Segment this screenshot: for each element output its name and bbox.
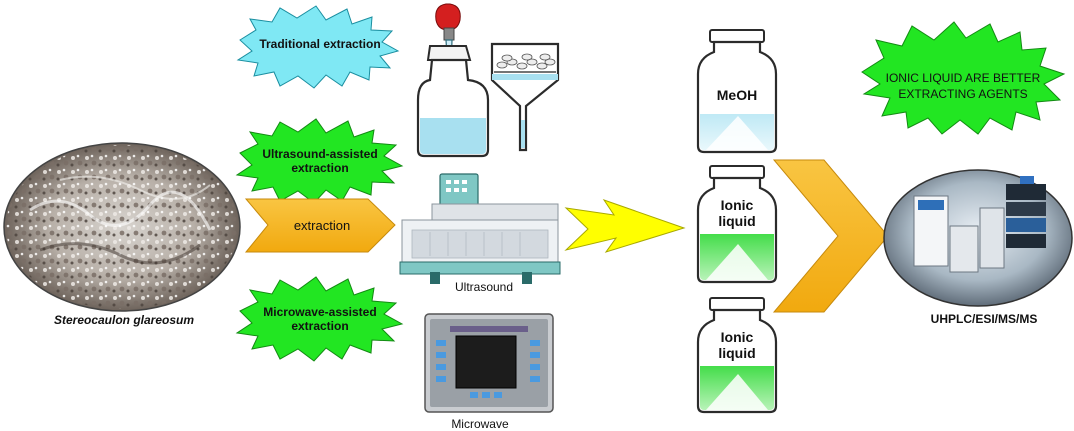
filter-funnel-icon <box>490 42 560 152</box>
orange-chevron-arrow <box>772 159 889 313</box>
meoh-label: MeOH <box>717 87 757 103</box>
ionic-liquid-2-line1: Ionic <box>721 329 754 345</box>
ionic-liquid-bottle-1-icon <box>696 165 778 284</box>
microwave-label-line1: Microwave-assisted <box>263 305 376 319</box>
ionic-liquid-2-line2: liquid <box>718 345 755 361</box>
ionic-liquid-1-line1: Ionic <box>721 197 754 213</box>
ultrasound-label-line1: Ultrasound-assisted <box>262 147 377 161</box>
conclusion-line2: EXTRACTING AGENTS <box>898 87 1027 101</box>
traditional-extraction-label: Traditional extraction <box>259 37 380 51</box>
microwave-caption: Microwave <box>451 417 509 431</box>
ionic-liquid-1-line2: liquid <box>718 213 755 229</box>
traditional-extraction-burst <box>236 5 400 89</box>
microwave-burst <box>235 276 404 362</box>
ultrasound-bath-icon <box>399 173 561 284</box>
meoh-bottle-icon <box>696 29 778 154</box>
ultrasound-label-line2: extraction <box>291 161 348 175</box>
uhplc-instrument-image <box>883 169 1073 307</box>
ultrasound-caption: Ultrasound <box>455 280 513 294</box>
ultrasound-burst <box>235 118 404 204</box>
extraction-arrow <box>244 198 396 253</box>
microwave-label-line2: extraction <box>291 319 348 333</box>
conclusion-burst <box>861 21 1066 135</box>
dropper-bottle-icon <box>416 3 490 158</box>
extraction-arrow-label: extraction <box>294 218 350 233</box>
uhplc-label: UHPLC/ESI/MS/MS <box>931 312 1038 326</box>
sample-name-label: Stereocaulon glareosum <box>54 313 194 327</box>
lichen-sample-image <box>3 142 241 312</box>
microwave-icon <box>424 313 554 413</box>
ionic-liquid-bottle-2-icon <box>696 297 778 414</box>
yellow-arrow <box>564 199 686 253</box>
conclusion-line1: IONIC LIQUID ARE BETTER <box>886 71 1041 85</box>
